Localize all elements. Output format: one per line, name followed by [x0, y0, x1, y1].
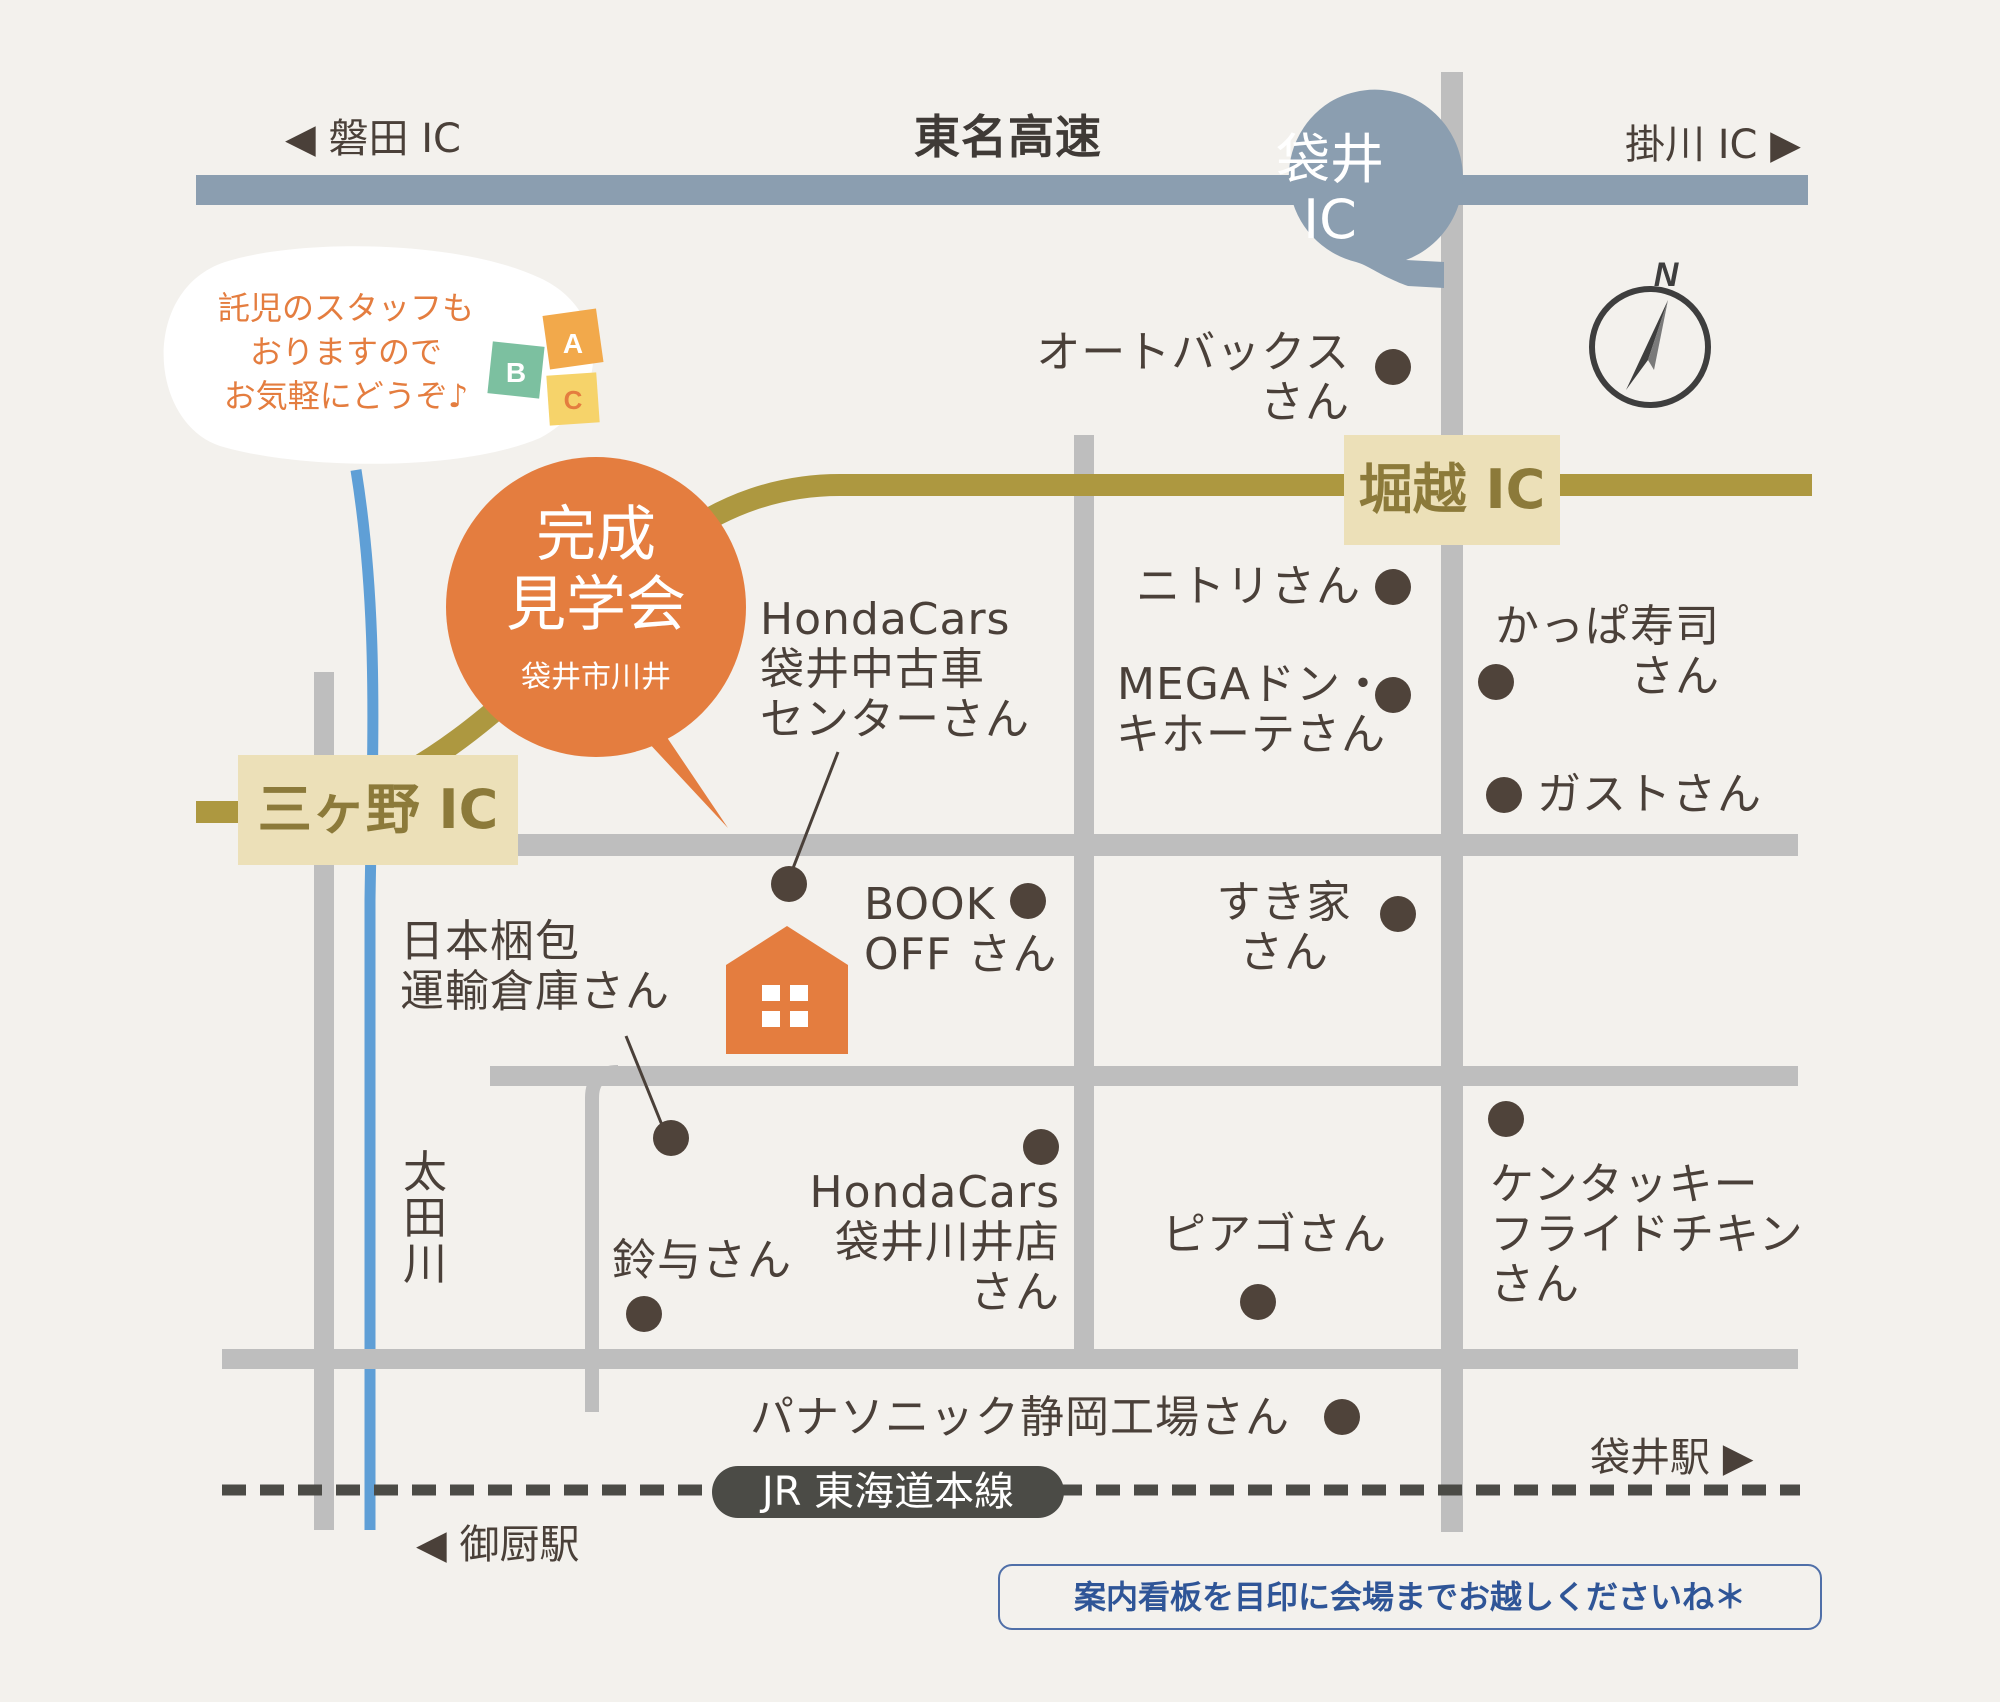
- svg-text:C: C: [564, 385, 583, 415]
- label-nippon-konpo-line1: 日本梱包: [400, 916, 580, 967]
- label-mega-line2: キホーテさん: [1116, 709, 1386, 760]
- childcare-line2: おりますので: [249, 333, 442, 371]
- marker-panasonic: [1324, 1399, 1360, 1435]
- label-autobacs: オートバックス さん: [1020, 328, 1350, 428]
- label-bookoff: BOOK OFF さん: [864, 880, 1057, 980]
- horikoshi-ic-box: 堀越 IC: [1344, 435, 1560, 545]
- label-honda-kawai: HondaCars 袋井川井店 さん: [800, 1168, 1060, 1318]
- tomei-expressway: [196, 175, 1808, 205]
- label-bookoff-line2: OFF さん: [864, 929, 1058, 980]
- marker-nitori: [1375, 569, 1411, 605]
- label-autobacs-line2: さん: [1260, 377, 1350, 428]
- label-sukiya: すき家 さん: [1204, 878, 1364, 978]
- label-honda-kawai-line3: さん: [970, 1267, 1060, 1318]
- label-kfc-line2: フライドチキン: [1490, 1209, 1804, 1260]
- fukuroi-ic-line2: IC: [1303, 188, 1357, 251]
- label-kappa-line1: かっぱ寿司: [1495, 601, 1720, 652]
- marker-suzuyo: [626, 1296, 662, 1332]
- label-honda-kawai-line1: HondaCars: [809, 1167, 1060, 1218]
- label-nitori: ニトリさん: [1136, 561, 1361, 612]
- signboard-notice: 案内看板を目印に会場までお越しくださいね＊: [998, 1564, 1822, 1630]
- label-sukiya-line2: さん: [1239, 927, 1329, 978]
- label-kappa-line2: さん: [1630, 651, 1720, 702]
- label-autobacs-line1: オートバックス: [1036, 327, 1350, 378]
- label-honda-used-line3: センターさん: [760, 694, 1030, 745]
- marker-autobacs: [1375, 349, 1411, 385]
- nav-kakegawa-ic: 掛川 IC ▶: [1625, 122, 1801, 168]
- ota-river: [350, 469, 379, 1530]
- marker-nippon-konpo: [653, 1120, 689, 1156]
- road-v-middle: [1074, 435, 1094, 1350]
- label-kappa: かっぱ寿司 さん: [1484, 602, 1720, 702]
- road-v-east: [1441, 72, 1463, 1532]
- river-label: 太田川: [403, 1147, 447, 1290]
- venue-house-icon: [726, 926, 848, 1054]
- marker-honda-used: [771, 866, 807, 902]
- venue-location: 袋井市川井: [521, 660, 671, 695]
- svg-text:B: B: [506, 357, 526, 388]
- venue-callout: [446, 457, 746, 828]
- fukuroi-ic-label: 袋井 IC: [1242, 130, 1418, 250]
- label-nippon-konpo-line2: 運輸倉庫さん: [400, 966, 670, 1017]
- label-bookoff-line1: BOOK: [864, 879, 996, 930]
- venue-title-line2: 見学会: [506, 570, 686, 640]
- mikkano-ic-box: 三ヶ野 IC: [238, 755, 518, 865]
- nav-iwata-ic: ◀ 磐田 IC: [285, 116, 461, 162]
- label-kfc: ケンタッキー フライドチキン さん: [1490, 1160, 1804, 1310]
- marker-kappa: [1478, 664, 1514, 700]
- compass-label: N: [1654, 256, 1680, 294]
- label-nippon-konpo: 日本梱包 運輸倉庫さん: [400, 917, 670, 1017]
- svg-text:A: A: [563, 328, 583, 359]
- label-honda-used-line1: HondaCars: [760, 594, 1011, 645]
- fukuroi-ic-badge: [1288, 89, 1463, 288]
- childcare-bubble: [163, 246, 594, 464]
- marker-bookoff: [1010, 883, 1046, 919]
- marker-sukiya: [1380, 896, 1416, 932]
- childcare-line1: 託児のスタッフも: [217, 289, 474, 327]
- leader-honda-used: [788, 751, 840, 877]
- label-honda-kawai-line2: 袋井川井店: [835, 1217, 1060, 1268]
- marker-mega: [1375, 677, 1411, 713]
- label-panasonic: パナソニック静岡工場さん: [750, 1392, 1290, 1443]
- road-v-west: [314, 672, 334, 1530]
- label-piago: ピアゴさん: [1162, 1209, 1387, 1260]
- compass-icon: [1589, 286, 1711, 408]
- railway-label: JR 東海道本線: [712, 1466, 1064, 1518]
- label-mega-line1: MEGAドン・: [1117, 659, 1386, 710]
- fukuroi-ic-line1: 袋井: [1276, 128, 1384, 191]
- nav-fukuroi-station: 袋井駅 ▶: [1590, 1435, 1754, 1481]
- leader-nippon-konpo: [624, 1035, 666, 1131]
- childcare-line3: お気軽にどうぞ♪: [223, 377, 469, 415]
- label-mega: MEGAドン・ キホーテさん: [1090, 660, 1386, 760]
- expressway-label: 東名高速: [914, 110, 1102, 164]
- abc-blocks-icon: A B C: [487, 308, 604, 426]
- marker-kfc: [1488, 1101, 1524, 1137]
- road-h-upper: [480, 834, 1798, 856]
- label-suzuyo: 鈴与さん: [612, 1235, 792, 1286]
- label-kfc-line1: ケンタッキー: [1490, 1159, 1759, 1210]
- label-honda-used-line2: 袋井中古車: [760, 644, 985, 695]
- childcare-message: 託児のスタッフも おりますので お気軽にどうぞ♪: [205, 286, 487, 418]
- nav-mikuriya-station: ◀ 御厨駅: [416, 1522, 580, 1568]
- road-h-middle: [490, 1066, 1798, 1086]
- marker-honda-kawai: [1023, 1129, 1059, 1165]
- label-honda-used: HondaCars 袋井中古車 センターさん: [760, 595, 1030, 745]
- label-sukiya-line1: すき家: [1216, 877, 1352, 928]
- venue-title-line1: 完成: [536, 500, 656, 570]
- road-h-lower: [222, 1349, 1798, 1369]
- marker-gusto: [1486, 777, 1522, 813]
- label-kfc-line3: さん: [1490, 1259, 1580, 1310]
- label-gusto: ガストさん: [1537, 769, 1762, 820]
- marker-piago: [1240, 1284, 1276, 1320]
- venue-title: 完成 見学会: [446, 500, 746, 640]
